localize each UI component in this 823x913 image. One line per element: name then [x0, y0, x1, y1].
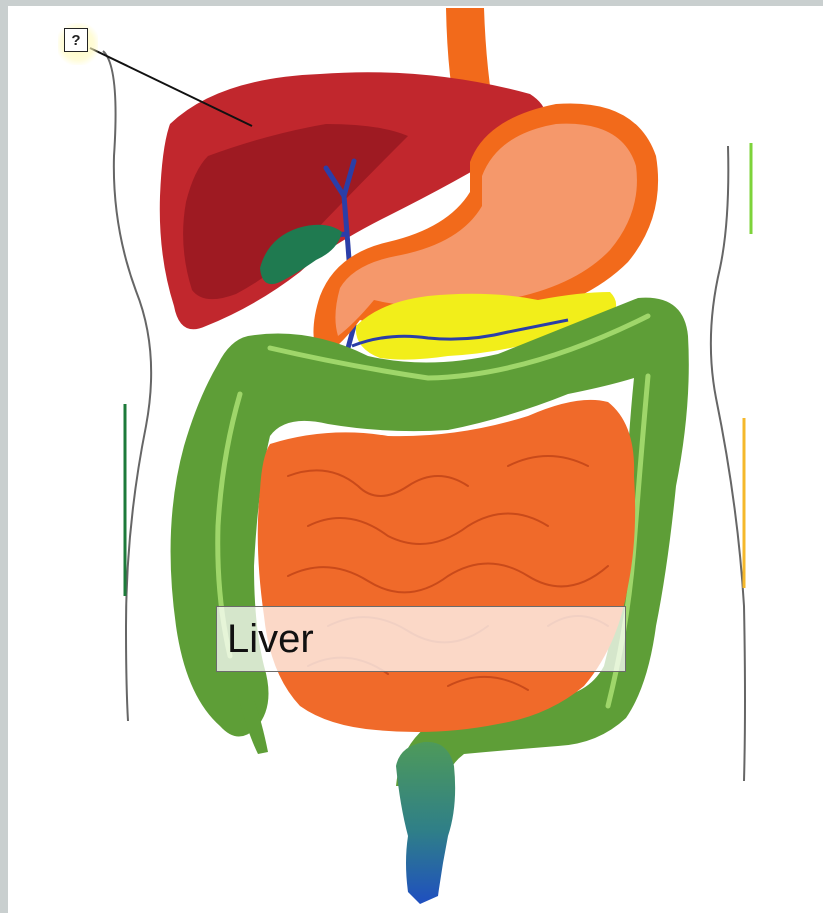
hotspot-marker[interactable]: ? [58, 23, 98, 65]
answer-label-box[interactable]: Liver [216, 606, 626, 672]
body-outline-right [711, 146, 745, 781]
small-intestine [258, 400, 635, 732]
body-outline-left [103, 51, 151, 721]
question-mark-icon[interactable]: ? [64, 28, 88, 52]
rectum [396, 742, 455, 904]
digestive-system-diagram [8, 6, 823, 913]
diagram-canvas: ? Liver [8, 6, 823, 913]
